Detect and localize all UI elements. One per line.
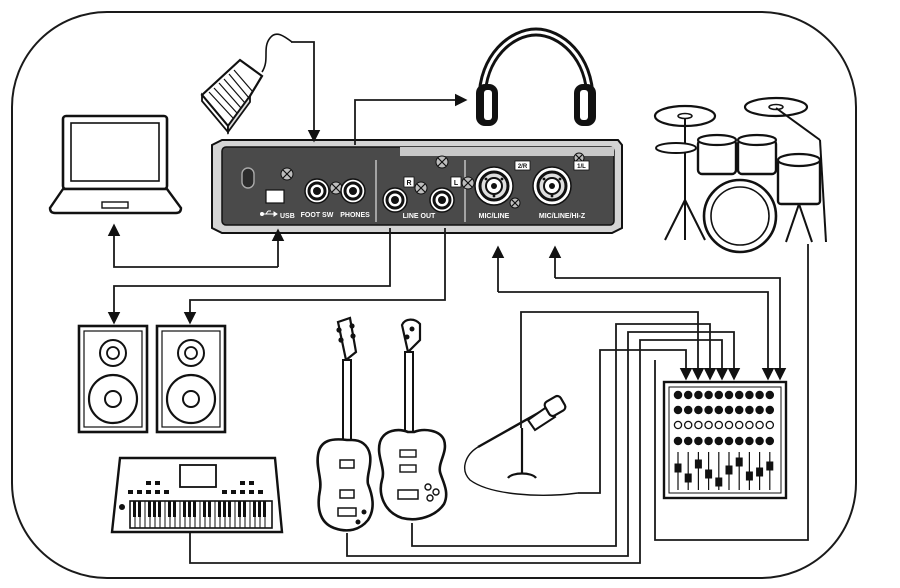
mixer-knob — [704, 405, 713, 415]
mixer-knob — [714, 420, 724, 430]
mixer-knob — [683, 405, 693, 415]
mixer-fader-cap — [715, 477, 723, 487]
mixer-knob — [755, 390, 764, 400]
usb-port[interactable] — [265, 189, 285, 204]
mixer-knob — [724, 436, 734, 446]
mixer-fader-cap — [766, 461, 774, 471]
mixer-knob — [765, 405, 775, 415]
usb-symbol-icon — [260, 210, 278, 217]
mixer-knob — [704, 390, 713, 400]
line-out-label: LINE OUT — [403, 213, 436, 220]
mixer-knob — [755, 405, 764, 415]
mixer-knob — [724, 390, 734, 400]
monitor-speaker-left-icon — [77, 324, 149, 434]
mixer-knob — [765, 436, 775, 446]
foot-switch-label: FOOT SW — [301, 212, 334, 219]
mixer-knob — [734, 405, 744, 415]
headphones-icon — [476, 27, 596, 126]
mixer-knob — [683, 390, 693, 400]
mixer-knob — [745, 436, 754, 446]
mixer-fader-cap — [705, 469, 713, 479]
input-2-channel-label: 2/R — [518, 164, 528, 170]
line-out-l-label: L — [454, 180, 459, 187]
line-out-r-label: R — [406, 180, 411, 187]
mixer-knob — [704, 436, 713, 446]
foot-switch-pedal-icon — [200, 33, 293, 135]
mixer-knob — [694, 436, 703, 446]
mixer-knob — [755, 420, 764, 430]
mixer-fader-cap — [674, 463, 682, 473]
drum-kit-icon — [653, 96, 827, 254]
mixer-knob — [714, 405, 724, 415]
mixer-knob — [724, 405, 734, 415]
audio-interface-front-panel: USB FOOT SW PHONES — [211, 139, 623, 234]
mixer-knob — [673, 436, 683, 446]
mixer-knob — [734, 390, 744, 400]
usb-label: USB — [280, 213, 295, 220]
mixer-knob — [673, 420, 683, 430]
mixer-knob — [673, 405, 683, 415]
mixer-knob — [694, 405, 703, 415]
diagram-frame — [11, 11, 857, 579]
mixer-fader-cap — [756, 467, 764, 477]
bass-guitar-icon — [316, 316, 374, 532]
mixer-knob — [745, 390, 754, 400]
security-slot — [241, 167, 255, 189]
mixer-knob — [734, 436, 744, 446]
mixer-knob — [673, 390, 683, 400]
keyboard-synth-icon — [110, 456, 284, 534]
phones-label: PHONES — [340, 212, 370, 219]
mixer-knob — [694, 420, 703, 430]
mixer-knob — [714, 436, 724, 446]
mic-line-hiz-label: MIC/LINE/HI-Z — [539, 213, 586, 220]
mixer-knob — [755, 436, 764, 446]
mixer-knob — [683, 436, 693, 446]
laptop-icon — [48, 114, 183, 215]
mixer-knob — [704, 420, 713, 430]
mic-line-label: MIC/LINE — [479, 213, 510, 220]
mixer-fader-cap — [684, 473, 692, 483]
mixer-knob — [745, 405, 754, 415]
mixer-knob — [745, 420, 754, 430]
mixer-knob — [765, 390, 775, 400]
mixer-fader-cap — [694, 459, 702, 469]
mixer-knob — [765, 420, 775, 430]
mixer-knob — [724, 420, 734, 430]
mixer-knob — [734, 420, 744, 430]
mixer-fader-cap — [735, 457, 743, 467]
monitor-speaker-right-icon — [155, 324, 227, 434]
mixer-console-icon — [662, 380, 788, 500]
mixer-fader-cap — [745, 471, 753, 481]
mixer-knob — [694, 390, 703, 400]
mixer-knob — [714, 390, 724, 400]
mixer-fader-cap — [725, 465, 733, 475]
electric-guitar-icon — [377, 318, 448, 521]
microphone-icon — [464, 394, 579, 496]
cable-lines — [107, 41, 809, 564]
input-1-channel-label: 1/L — [577, 164, 586, 170]
mixer-knob — [683, 420, 693, 430]
